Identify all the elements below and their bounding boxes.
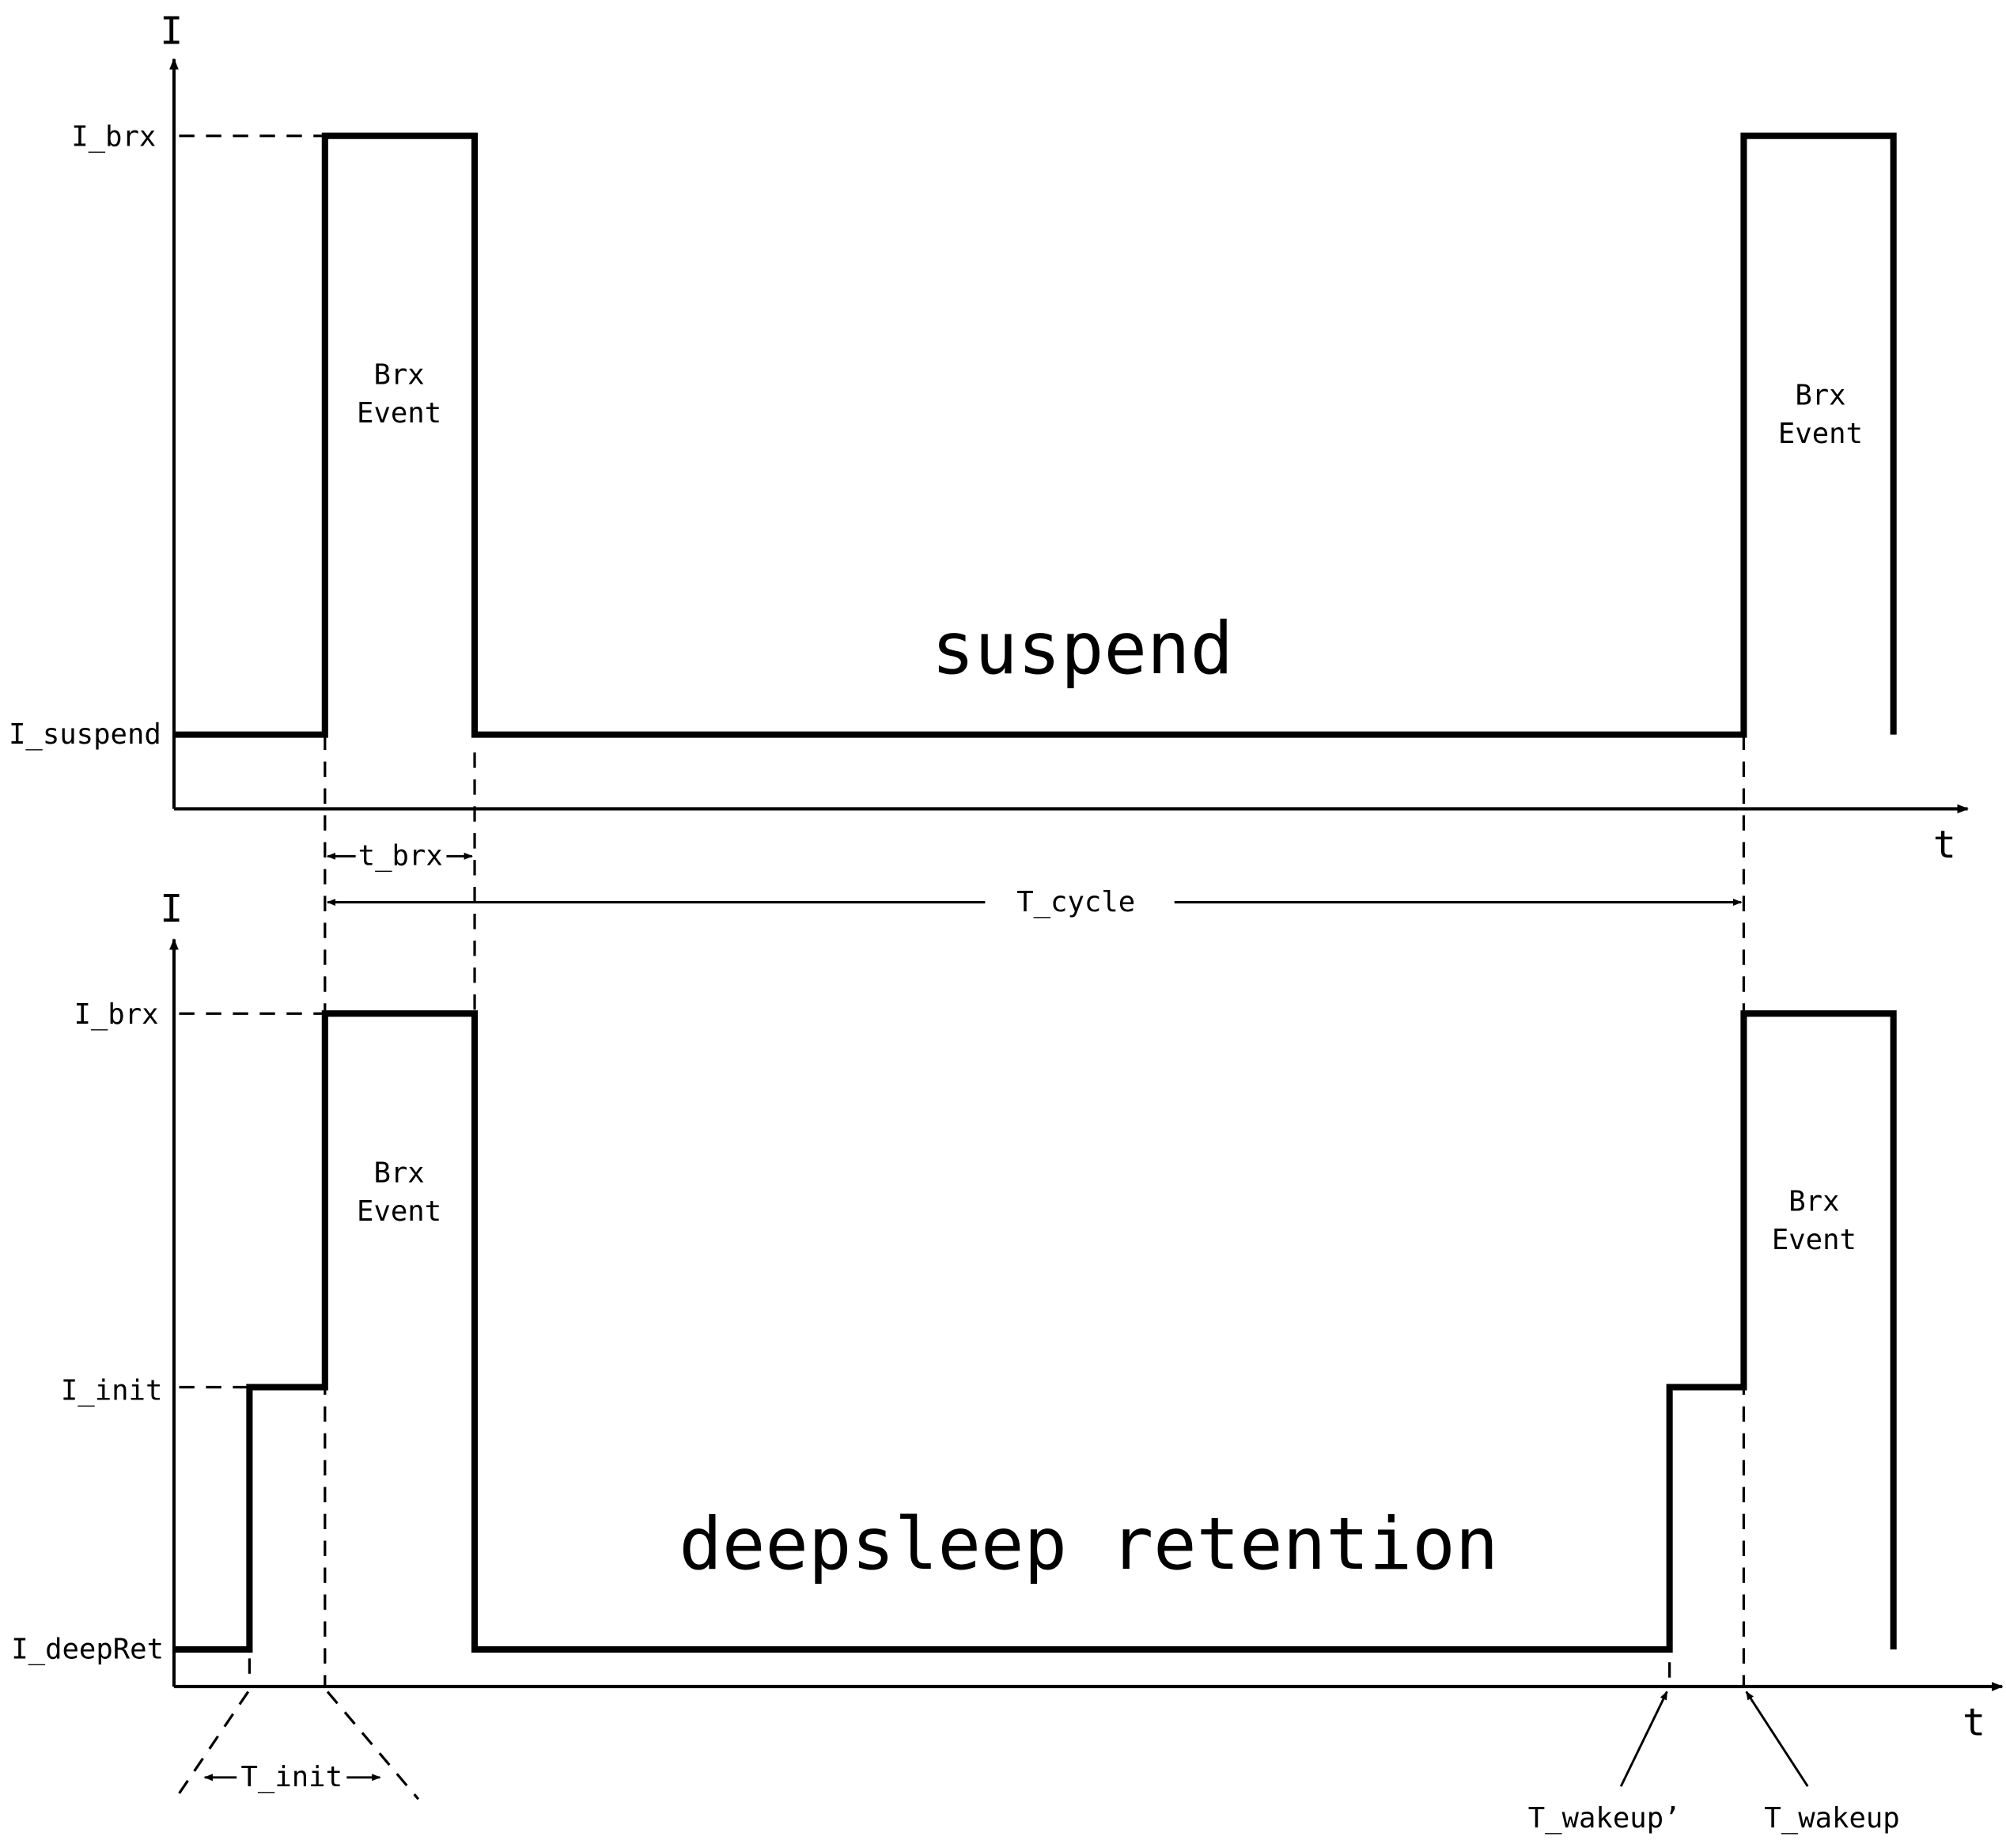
t-cycle-label: T_cycle xyxy=(1016,886,1135,918)
top-level-low-label: I_suspend xyxy=(9,718,161,751)
t-init-label: T_init xyxy=(240,1761,343,1793)
bottom-event-left-line2: Event xyxy=(357,1195,441,1228)
top-panel: I t I_brx I_suspend Brx Event Brx Event … xyxy=(9,9,1969,867)
t-init-flare-left xyxy=(174,1691,250,1801)
bottom-level-low-label: I_deepRet xyxy=(11,1633,164,1665)
bottom-event-right-line1: Brx xyxy=(1788,1185,1839,1217)
bottom-event-left-line1: Brx xyxy=(373,1157,424,1190)
bottom-y-axis-label: I xyxy=(160,887,183,931)
bottom-current-waveform xyxy=(173,1010,1897,1653)
bottom-panel: I t I_brx I_init I_deepRet Brx Event Brx… xyxy=(11,887,2004,1835)
t-brx-label: t_brx xyxy=(358,840,443,873)
bottom-mode-label: deepsleep retention xyxy=(679,1503,1498,1586)
top-event-left-line2: Event xyxy=(357,397,441,430)
top-event-right-line2: Event xyxy=(1778,418,1863,450)
t-wakeup-arrow xyxy=(1745,1691,1809,1787)
top-current-waveform xyxy=(173,132,1897,738)
top-event-right-line1: Brx xyxy=(1795,379,1845,411)
alignment-guides xyxy=(324,734,1746,1687)
top-event-left-line1: Brx xyxy=(373,358,424,391)
interval-markers: t_brx T_cycle xyxy=(326,840,1743,918)
top-mode-label: suspend xyxy=(931,608,1233,691)
bottom-event-right-line2: Event xyxy=(1772,1224,1856,1256)
t-wakeup-prime-arrow xyxy=(1619,1691,1668,1787)
top-x-axis-label: t xyxy=(1933,823,1956,867)
top-level-high-label: I_brx xyxy=(71,121,156,153)
top-y-axis-label: I xyxy=(160,9,183,53)
t-init-flare-right xyxy=(326,1691,420,1801)
bottom-x-axis-label: t xyxy=(1962,1700,1985,1744)
bottom-level-high-label: I_brx xyxy=(74,998,158,1031)
t-wakeup-label: T_wakeup xyxy=(1764,1802,1899,1835)
t-wakeup-prime-label: T_wakeup’ xyxy=(1528,1802,1681,1835)
bottom-level-mid-label: I_init xyxy=(61,1375,163,1407)
